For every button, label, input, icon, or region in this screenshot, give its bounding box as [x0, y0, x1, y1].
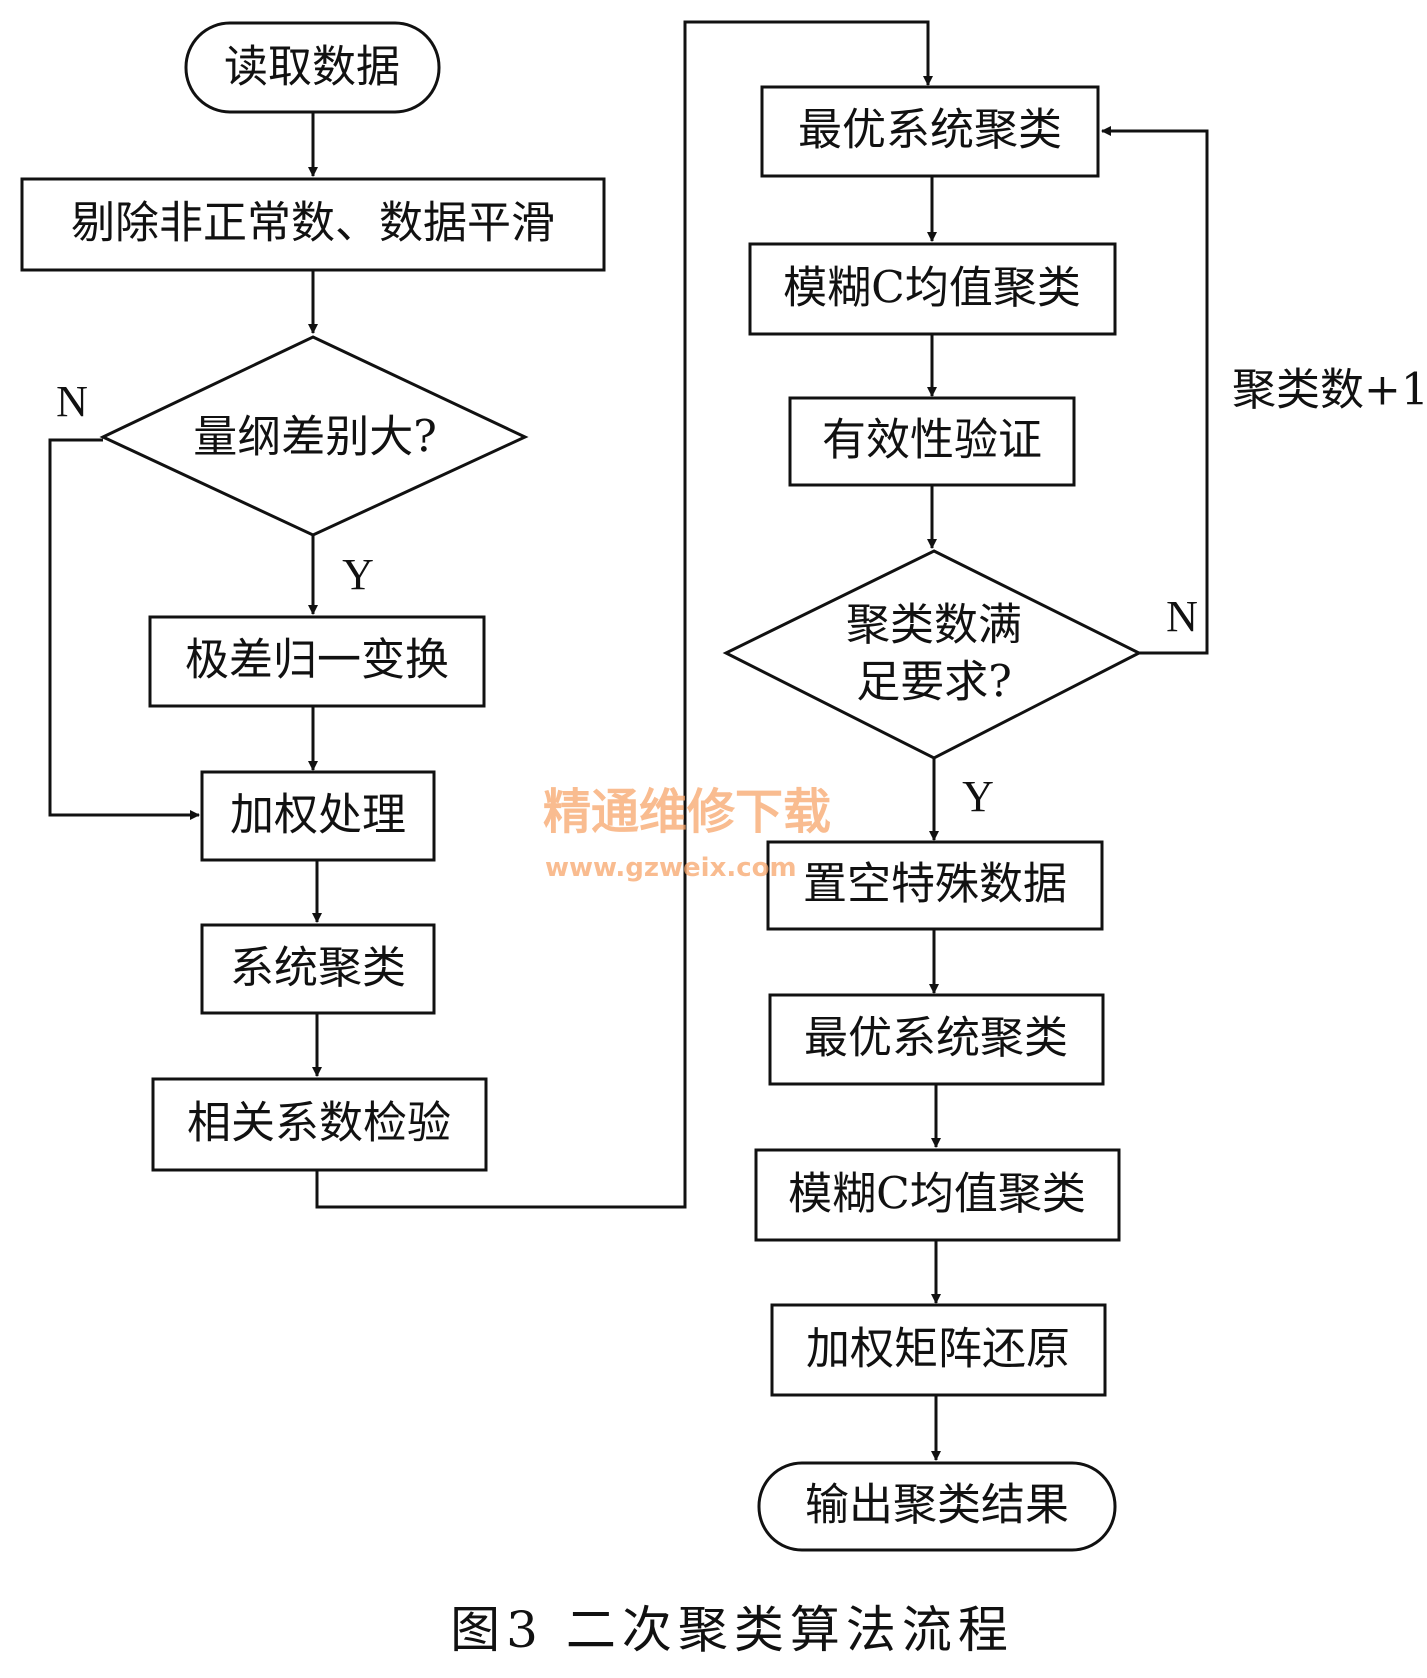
process-shape [748, 242, 1117, 336]
fcm-2-label: 模糊C均值聚类 [788, 1169, 1086, 1220]
process-shape [788, 396, 1076, 487]
correlation-test-label: 相关系数检验 [187, 1098, 451, 1149]
cluster-count-line2: 足要求? [856, 657, 1012, 708]
weighting-label: 加权处理 [230, 790, 406, 841]
optimal-cluster-1-label: 最优系统聚类 [798, 105, 1062, 156]
edge-label-dimension-yes: Y [342, 550, 374, 599]
node-output-result: 输出聚类结果 [757, 1461, 1117, 1552]
nullify-special-label: 置空特殊数据 [803, 859, 1067, 910]
node-system-cluster: 系统聚类 [200, 923, 436, 1015]
process-shape [766, 840, 1104, 931]
optimal-cluster-2-label: 最优系统聚类 [804, 1013, 1068, 1064]
cluster-count-line1: 聚类数满 [846, 600, 1022, 651]
arrow-decision-no [48, 438, 200, 820]
output-result-label: 输出聚类结果 [805, 1480, 1069, 1531]
process-shape [200, 923, 436, 1015]
decision-shape [722, 549, 1143, 760]
node-optimal-cluster-1: 最优系统聚类 [760, 85, 1100, 178]
node-cluster-count-decision: 聚类数满 足要求? [722, 549, 1143, 760]
node-read-data: 读取数据 [184, 21, 441, 114]
node-nullify-special: 置空特殊数据 [766, 840, 1104, 931]
node-weight-restore: 加权矩阵还原 [770, 1303, 1107, 1397]
remove-smooth-label: 剔除非正常数、数据平滑 [71, 198, 555, 249]
dimension-check-label: 量纲差别大? [193, 412, 437, 463]
node-range-normalize: 极差归一变换 [148, 615, 486, 708]
weight-restore-label: 加权矩阵还原 [806, 1324, 1070, 1375]
node-fcm-2: 模糊C均值聚类 [754, 1148, 1121, 1242]
process-shape [20, 177, 606, 272]
read-data-label: 读取数据 [224, 42, 400, 93]
node-remove-smooth: 剔除非正常数、数据平滑 [20, 177, 606, 272]
node-weighting: 加权处理 [200, 770, 436, 862]
fcm-1-label: 模糊C均值聚类 [783, 263, 1081, 314]
figure-caption: 图3 二次聚类算法流程 [450, 1601, 1014, 1659]
process-shape [768, 993, 1105, 1086]
process-shape [151, 1077, 488, 1172]
terminator-shape [184, 21, 441, 114]
process-shape [200, 770, 436, 862]
watermark-line2: www.gzweix.com [545, 853, 797, 883]
arrow-count-no-loop [1101, 126, 1209, 655]
node-fcm-1: 模糊C均值聚类 [748, 242, 1117, 336]
process-shape [754, 1148, 1121, 1242]
edge-label-dimension-no: N [56, 377, 88, 426]
node-validity-check: 有效性验证 [788, 396, 1076, 487]
system-cluster-label: 系统聚类 [230, 943, 406, 994]
arrow-corr-to-right-column [315, 20, 933, 1209]
terminator-shape [757, 1461, 1117, 1552]
edge-label-count-no: N [1166, 592, 1198, 641]
process-shape [770, 1303, 1107, 1397]
process-shape [148, 615, 486, 708]
process-shape [760, 85, 1100, 178]
edge-label-count-increment: 聚类数+1 [1232, 365, 1427, 416]
watermark-line1: 精通维修下载 [543, 784, 831, 840]
decision-shape [99, 335, 529, 537]
connectors-right [927, 126, 1209, 1461]
node-dimension-decision: 量纲差别大? [99, 335, 529, 537]
watermark: 精通维修下载 www.gzweix.com [543, 784, 831, 883]
node-correlation-test: 相关系数检验 [151, 1077, 488, 1172]
validity-check-label: 有效性验证 [822, 415, 1042, 466]
edge-label-count-yes: Y [962, 772, 994, 821]
node-optimal-cluster-2: 最优系统聚类 [768, 993, 1105, 1086]
connectors-left [48, 20, 933, 1209]
range-normalize-label: 极差归一变换 [185, 635, 449, 686]
